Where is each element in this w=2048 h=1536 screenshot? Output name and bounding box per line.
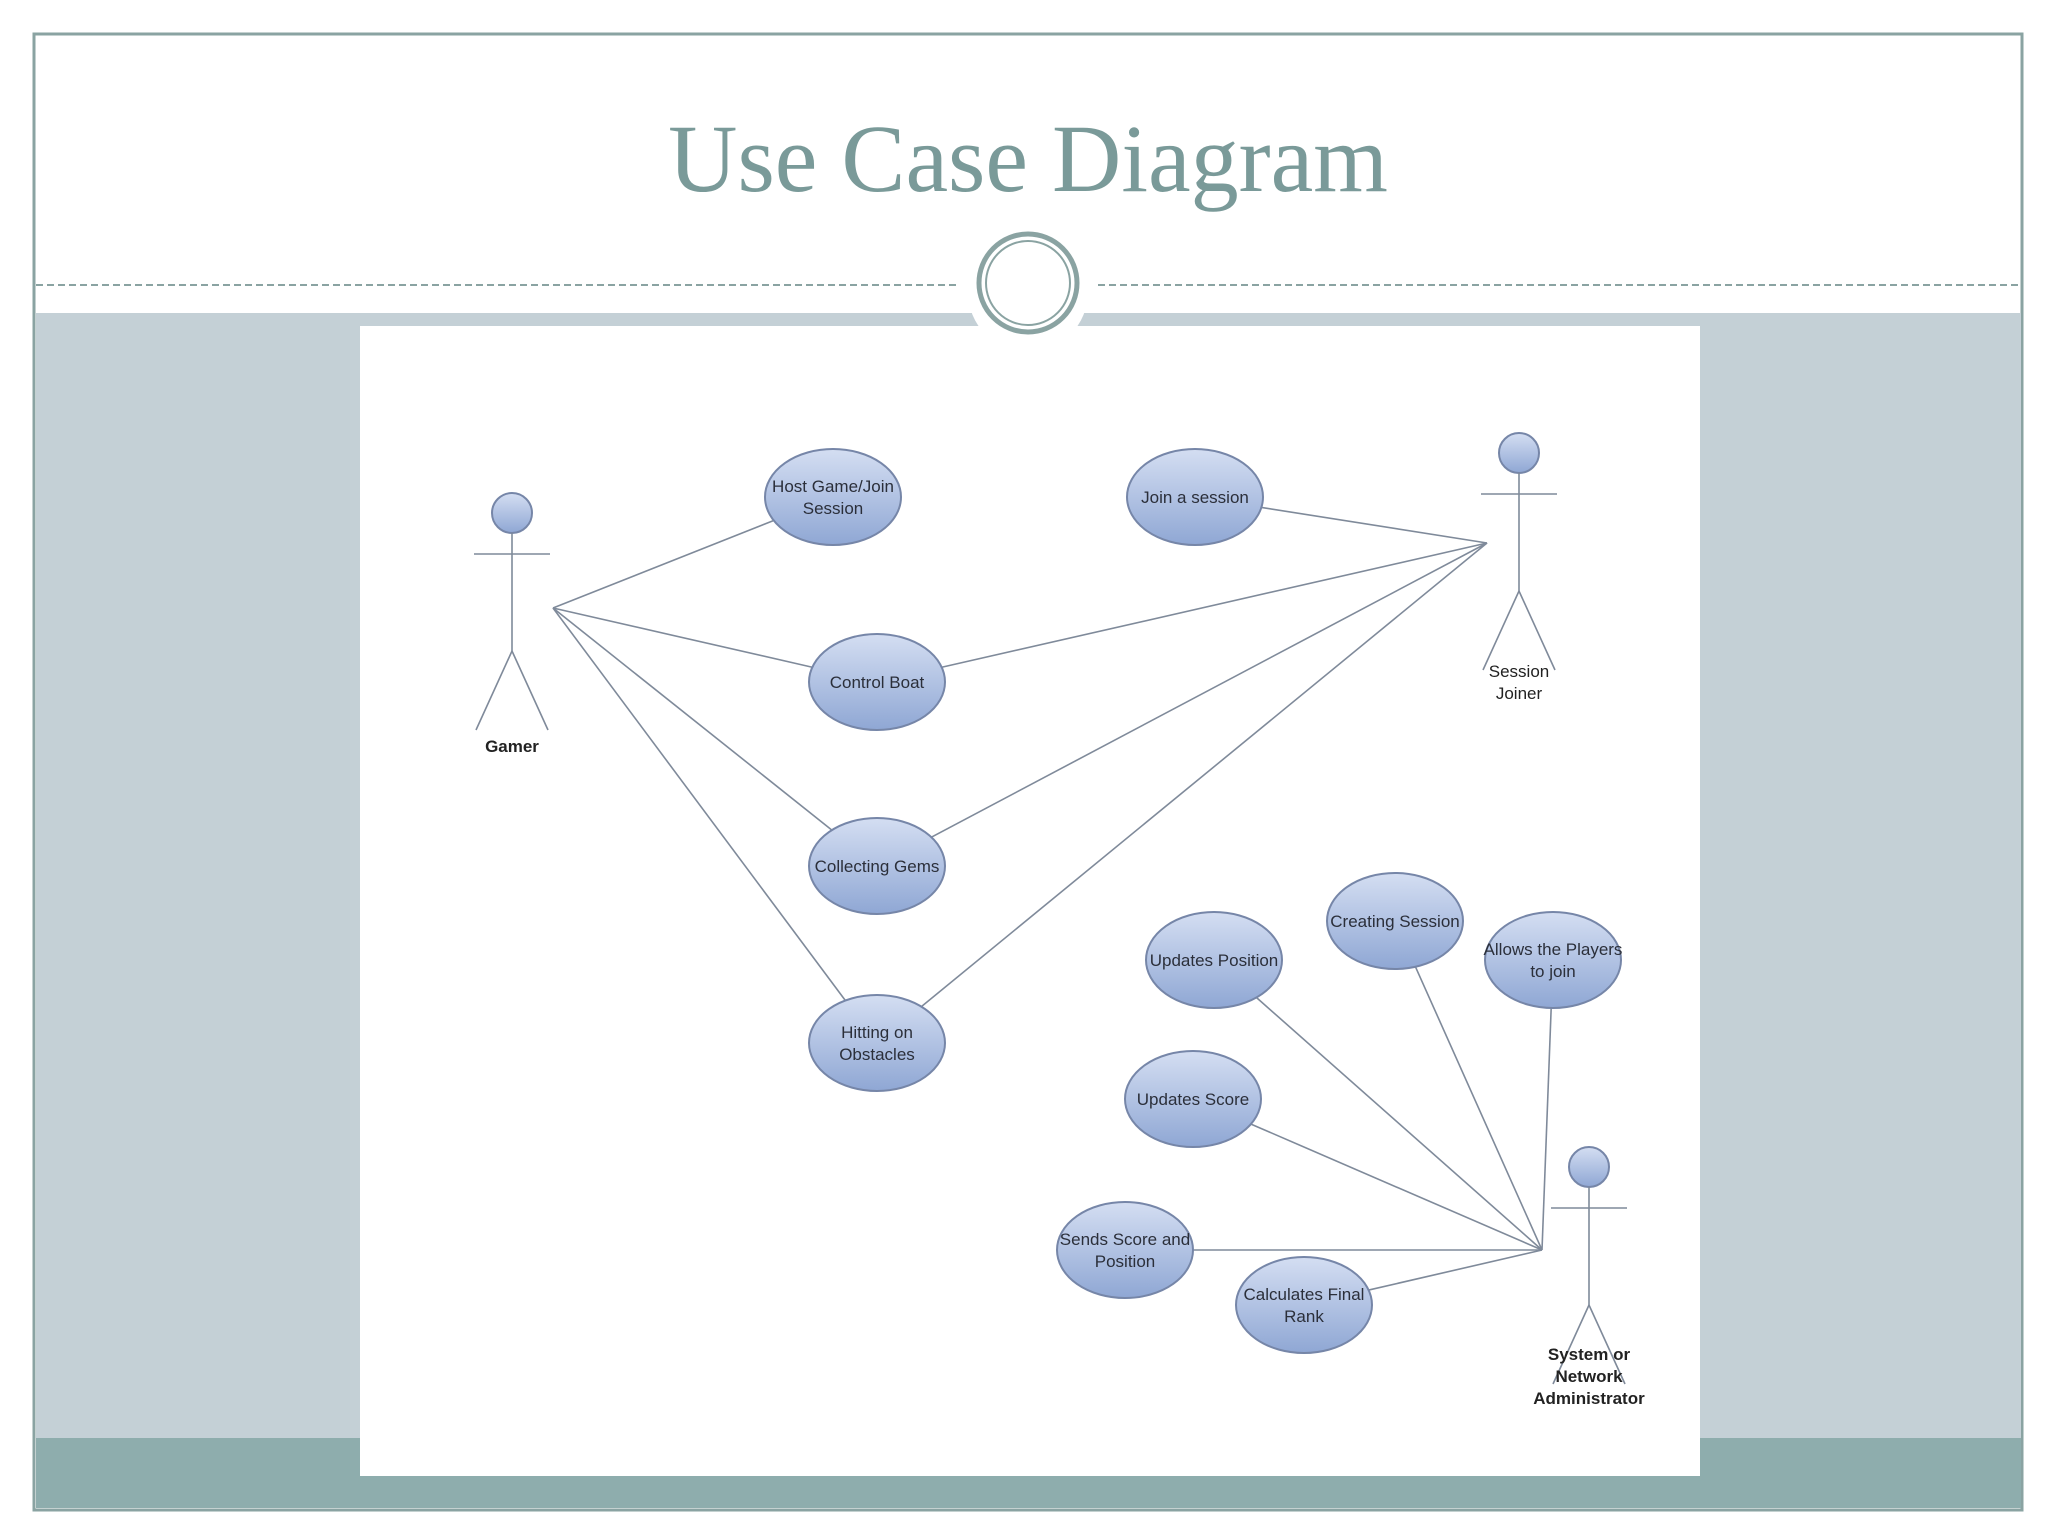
use-case-control-boat: Control Boat xyxy=(808,633,946,731)
use-case-ellipse xyxy=(808,633,946,731)
use-case-label: Updates Position xyxy=(1150,951,1279,970)
use-case-ellipse xyxy=(1056,1201,1194,1299)
use-case-updates-position: Updates Position xyxy=(1145,911,1283,1009)
use-case-ellipse xyxy=(1124,1050,1262,1148)
stick-figure-icon xyxy=(1481,432,1557,671)
association-system-admin-updates-position xyxy=(1255,996,1543,1251)
association-system-admin-updates-score xyxy=(1250,1123,1543,1251)
actor-gamer: Gamer xyxy=(474,492,550,756)
association-session-joiner-control-boat xyxy=(941,542,1488,669)
use-case-ellipse xyxy=(1484,911,1622,1009)
use-case-label: Updates Score xyxy=(1137,1090,1249,1109)
association-gamer-collecting-gems xyxy=(552,607,833,831)
use-case-ellipse xyxy=(808,994,946,1092)
use-case-label: Session xyxy=(803,499,863,518)
use-case-label: Creating Session xyxy=(1330,912,1459,931)
use-case-ellipse xyxy=(1326,872,1464,970)
use-case-label: Host Game/Join xyxy=(772,477,894,496)
association-system-admin-calculates-final-rank xyxy=(1368,1249,1543,1291)
use-case-label: Allows the Players xyxy=(1484,940,1623,959)
use-case-label: Obstacles xyxy=(839,1045,915,1064)
use-case-label: Rank xyxy=(1284,1307,1324,1326)
use-case-join-a-session: Join a session xyxy=(1126,448,1264,546)
association-system-admin-allows-players-join xyxy=(1541,1007,1552,1251)
actor-label: Administrator xyxy=(1533,1389,1645,1408)
use-case-creating-session: Creating Session xyxy=(1326,872,1464,970)
diagram-panel xyxy=(360,326,1700,1476)
use-case-label: Collecting Gems xyxy=(815,857,940,876)
use-case-label: Join a session xyxy=(1141,488,1249,507)
use-case-label: Control Boat xyxy=(830,673,925,692)
use-case-label: Calculates Final xyxy=(1244,1285,1365,1304)
actor-label: Network xyxy=(1555,1367,1623,1386)
use-case-hitting-on-obstacles: Hitting on Obstacles xyxy=(808,994,946,1092)
use-case-label: Sends Score and xyxy=(1060,1230,1190,1249)
association-session-joiner-join-a-session xyxy=(1261,506,1488,544)
association-gamer-control-boat xyxy=(552,607,813,669)
use-case-updates-score: Updates Score xyxy=(1124,1050,1262,1148)
actor-label: Session xyxy=(1489,662,1549,681)
use-case-ellipse xyxy=(808,817,946,915)
association-gamer-hitting-on-obstacles xyxy=(552,607,846,1001)
association-session-joiner-hitting-on-obstacles xyxy=(920,542,1488,1008)
actor-label: Gamer xyxy=(485,737,539,756)
use-case-ellipse xyxy=(1145,911,1283,1009)
stick-figure-icon xyxy=(474,492,550,731)
use-case-label: Hitting on xyxy=(841,1023,913,1042)
stick-figure-icon xyxy=(1551,1146,1627,1385)
use-case-label: Position xyxy=(1095,1252,1155,1271)
use-case-ellipse xyxy=(764,448,902,546)
use-case-label: to join xyxy=(1530,962,1575,981)
association-session-joiner-collecting-gems xyxy=(931,542,1488,838)
actor-label: System or xyxy=(1548,1345,1631,1364)
use-case-collecting-gems: Collecting Gems xyxy=(808,817,946,915)
association-gamer-host-game-join-session xyxy=(552,519,775,609)
use-case-ellipse xyxy=(1235,1256,1373,1354)
ring-ornament-icon xyxy=(968,231,1088,352)
use-case-allows-players-join: Allows the Players to join xyxy=(1484,911,1623,1009)
use-case-ellipse xyxy=(1126,448,1264,546)
page-title: Use Case Diagram xyxy=(668,105,1388,212)
actor-label: Joiner xyxy=(1496,684,1543,703)
association-system-admin-creating-session xyxy=(1414,966,1543,1251)
